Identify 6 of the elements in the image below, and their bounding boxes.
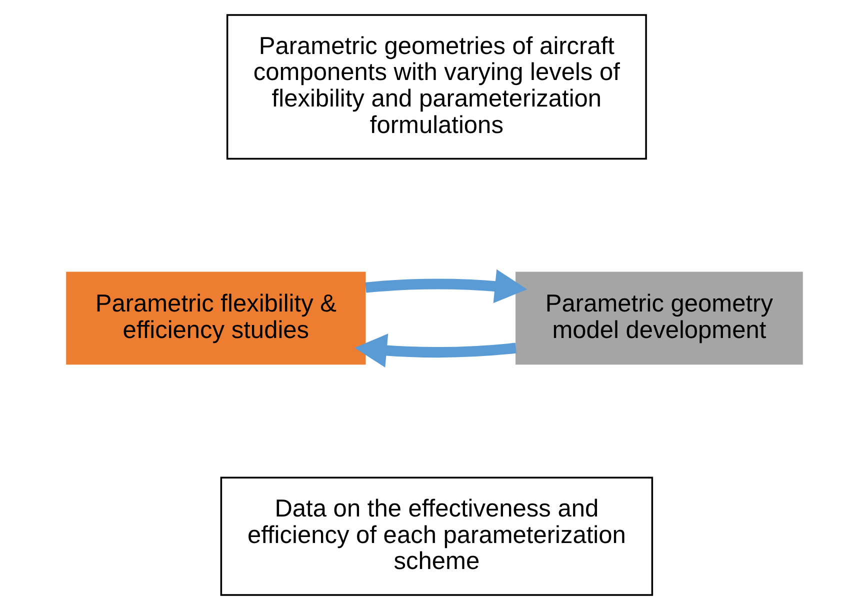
node-box: Parametric geometries of aircraft components with varying levels of flexibility and parameterization formulations bbox=[226, 14, 646, 160]
node-box: Parametric flexibility & efficiency studies bbox=[66, 272, 366, 365]
arrow bbox=[354, 334, 516, 368]
node-box: Data on the effectiveness and efficiency of each parameterization scheme bbox=[220, 476, 653, 596]
arrow bbox=[364, 269, 527, 304]
node-box: Parametric geometry model development bbox=[515, 272, 802, 365]
